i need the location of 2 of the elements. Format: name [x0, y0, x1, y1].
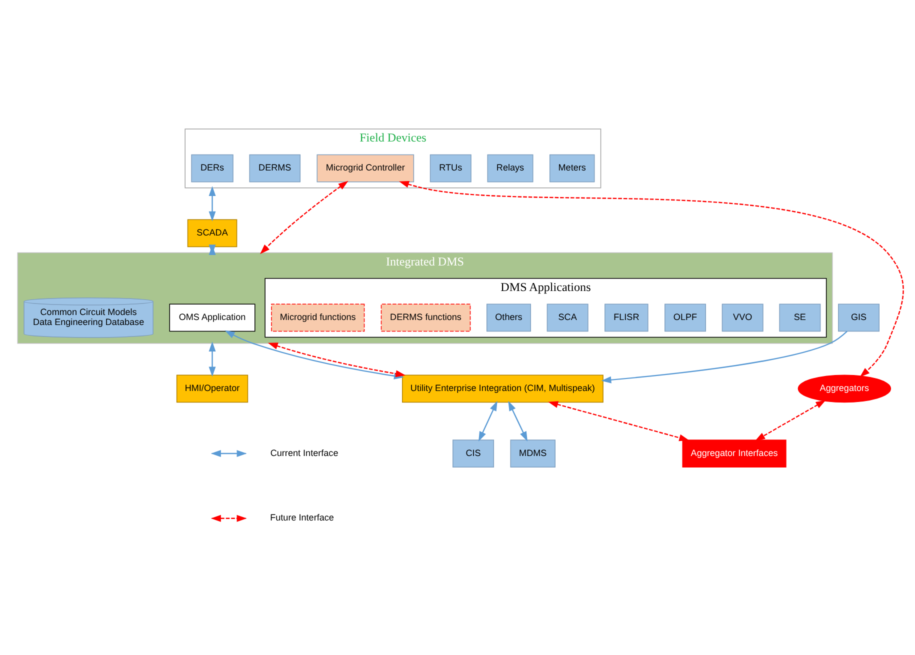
legend-label: Current Interface: [270, 448, 338, 458]
legend-label: Future Interface: [270, 512, 334, 523]
